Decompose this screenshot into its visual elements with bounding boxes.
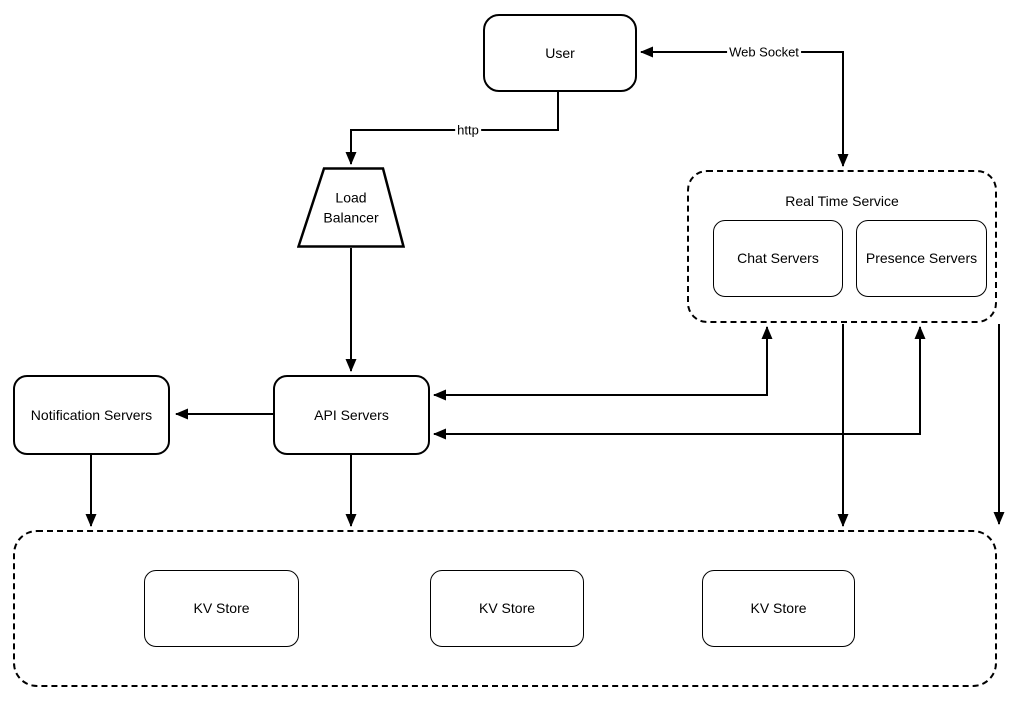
node-chat-servers: Chat Servers [713, 220, 843, 297]
node-kv-store-3: KV Store [702, 570, 855, 647]
node-api-servers: API Servers [273, 375, 430, 455]
node-presence-servers: Presence Servers [856, 220, 987, 297]
node-load-balancer-label: Load Balancer [323, 189, 379, 226]
real-time-service-title: Real Time Service [785, 193, 899, 209]
edge-label-http: http [455, 122, 481, 138]
node-kv-store-3-label: KV Store [750, 600, 807, 617]
node-notification-servers: Notification Servers [13, 375, 170, 455]
load-balancer-shape [297, 167, 405, 248]
node-api-servers-label: API Servers [314, 406, 389, 423]
node-kv-store-2: KV Store [430, 570, 584, 647]
node-load-balancer: Load Balancer [297, 167, 405, 248]
edge-api-servers-chat-servers [433, 326, 773, 401]
node-user-label: User [545, 44, 575, 61]
node-chat-servers-label: Chat Servers [737, 250, 819, 267]
node-user: User [483, 14, 637, 92]
node-kv-store-1: KV Store [144, 570, 299, 647]
node-kv-store-2-label: KV Store [478, 600, 536, 617]
node-notification-servers-label: Notification Servers [30, 406, 153, 423]
edge-label-web-socket: Web Socket [727, 44, 801, 60]
node-kv-store-1-label: KV Store [193, 600, 250, 617]
edge-api-servers-presence-servers [433, 326, 926, 440]
node-presence-servers-label: Presence Servers [865, 250, 978, 267]
edge-websocket-user-rts [640, 46, 849, 167]
